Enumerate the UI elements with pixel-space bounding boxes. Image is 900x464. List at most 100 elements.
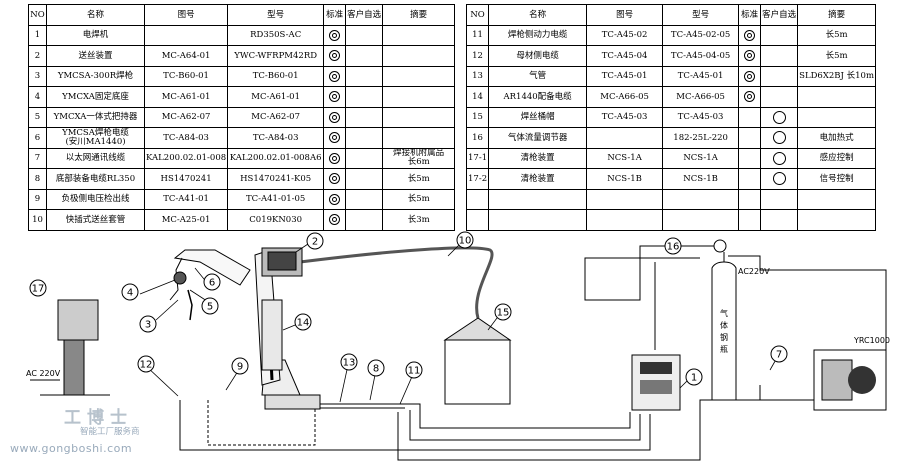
cable-return xyxy=(179,400,651,451)
standard-icon xyxy=(329,173,341,185)
opt-mark xyxy=(345,209,384,231)
svg-text:13: 13 xyxy=(343,358,356,369)
svg-text:10: 10 xyxy=(459,236,472,247)
callout-8: 8 xyxy=(367,359,385,377)
standard-icon xyxy=(329,132,341,144)
standard-icon xyxy=(329,91,341,103)
welding-power-source xyxy=(631,354,681,411)
gas-cylinder-label: 气 体 钢 瓶 xyxy=(720,308,731,354)
standard-icon xyxy=(744,29,756,41)
no-cell: 16 xyxy=(465,127,490,149)
svg-text:4: 4 xyxy=(127,288,133,299)
table-row xyxy=(465,209,877,231)
callout-1: 1 xyxy=(685,368,703,386)
ac-line-right xyxy=(728,255,887,350)
svg-text:1: 1 xyxy=(691,373,697,384)
standard-icon xyxy=(329,70,341,82)
std-mark xyxy=(323,209,347,231)
cable-dashed xyxy=(207,400,316,446)
cable-bottom-3 xyxy=(409,410,641,441)
ac-label-left: AC 220V xyxy=(26,369,61,378)
callout-6: 6 xyxy=(203,273,221,291)
callout-5: 5 xyxy=(201,297,219,315)
callout-16: 16 xyxy=(664,237,682,255)
drawing-cell: MC-A25-01 xyxy=(143,209,229,231)
svg-text:16: 16 xyxy=(667,242,680,253)
no-cell: 17-1 xyxy=(465,147,490,169)
svg-text:8: 8 xyxy=(373,364,379,375)
opt-mark xyxy=(760,127,799,149)
note-cell xyxy=(797,209,877,231)
gas-line xyxy=(584,245,715,301)
std-mark xyxy=(323,65,347,87)
standard-icon xyxy=(744,50,756,62)
standard-icon xyxy=(329,111,341,123)
callout-2: 2 xyxy=(306,232,324,250)
torch-cleaner xyxy=(30,299,110,396)
no-cell: 10 xyxy=(28,209,47,231)
no-cell xyxy=(465,209,490,231)
callout-13: 13 xyxy=(340,353,358,371)
opt-mark xyxy=(760,209,799,231)
standard-icon xyxy=(329,29,341,41)
standard-icon xyxy=(329,152,341,164)
yrc-label: YRC1000 xyxy=(853,336,890,345)
svg-text:12: 12 xyxy=(140,360,153,371)
no-cell: 17-2 xyxy=(465,168,490,190)
callout-11: 11 xyxy=(405,361,423,379)
callout-15: 15 xyxy=(494,303,512,321)
svg-text:11: 11 xyxy=(408,366,421,377)
callout-14: 14 xyxy=(294,313,312,331)
callout-9: 9 xyxy=(231,357,249,375)
ac-label-right: AC220V xyxy=(738,267,770,276)
watermark-brand: 工博士 xyxy=(64,408,133,428)
svg-text:6: 6 xyxy=(209,278,215,289)
svg-text:7: 7 xyxy=(776,350,782,361)
standard-icon xyxy=(744,91,756,103)
svg-text:5: 5 xyxy=(207,302,213,313)
cable-bottom-2 xyxy=(397,399,790,461)
standard-icon xyxy=(329,50,341,62)
optional-icon xyxy=(772,172,786,186)
gas-cylinder xyxy=(711,239,737,401)
ethernet-line xyxy=(759,385,820,401)
svg-text:3: 3 xyxy=(145,320,151,331)
callout-10: 10 xyxy=(456,231,474,249)
callout-12: 12 xyxy=(137,355,155,373)
cable-base-1 xyxy=(318,403,631,429)
callout-3: 3 xyxy=(139,315,157,333)
watermark-subtitle: 智能工厂服务商 xyxy=(80,427,140,437)
optional-icon xyxy=(772,110,786,124)
optional-icon xyxy=(772,151,786,165)
note-cell: 焊接机附属品长6m xyxy=(382,147,456,169)
callout-7: 7 xyxy=(770,345,788,363)
callout-4: 4 xyxy=(121,283,139,301)
standard-icon xyxy=(329,193,341,205)
svg-text:2: 2 xyxy=(312,237,318,248)
standard-icon xyxy=(744,70,756,82)
svg-text:15: 15 xyxy=(497,308,510,319)
model-cell: C019KN030 xyxy=(227,209,325,231)
watermark-site: www.gongboshi.com xyxy=(10,442,133,455)
svg-text:9: 9 xyxy=(237,362,243,373)
standard-icon xyxy=(329,214,341,226)
svg-text:17: 17 xyxy=(32,284,45,295)
robot xyxy=(169,247,321,410)
